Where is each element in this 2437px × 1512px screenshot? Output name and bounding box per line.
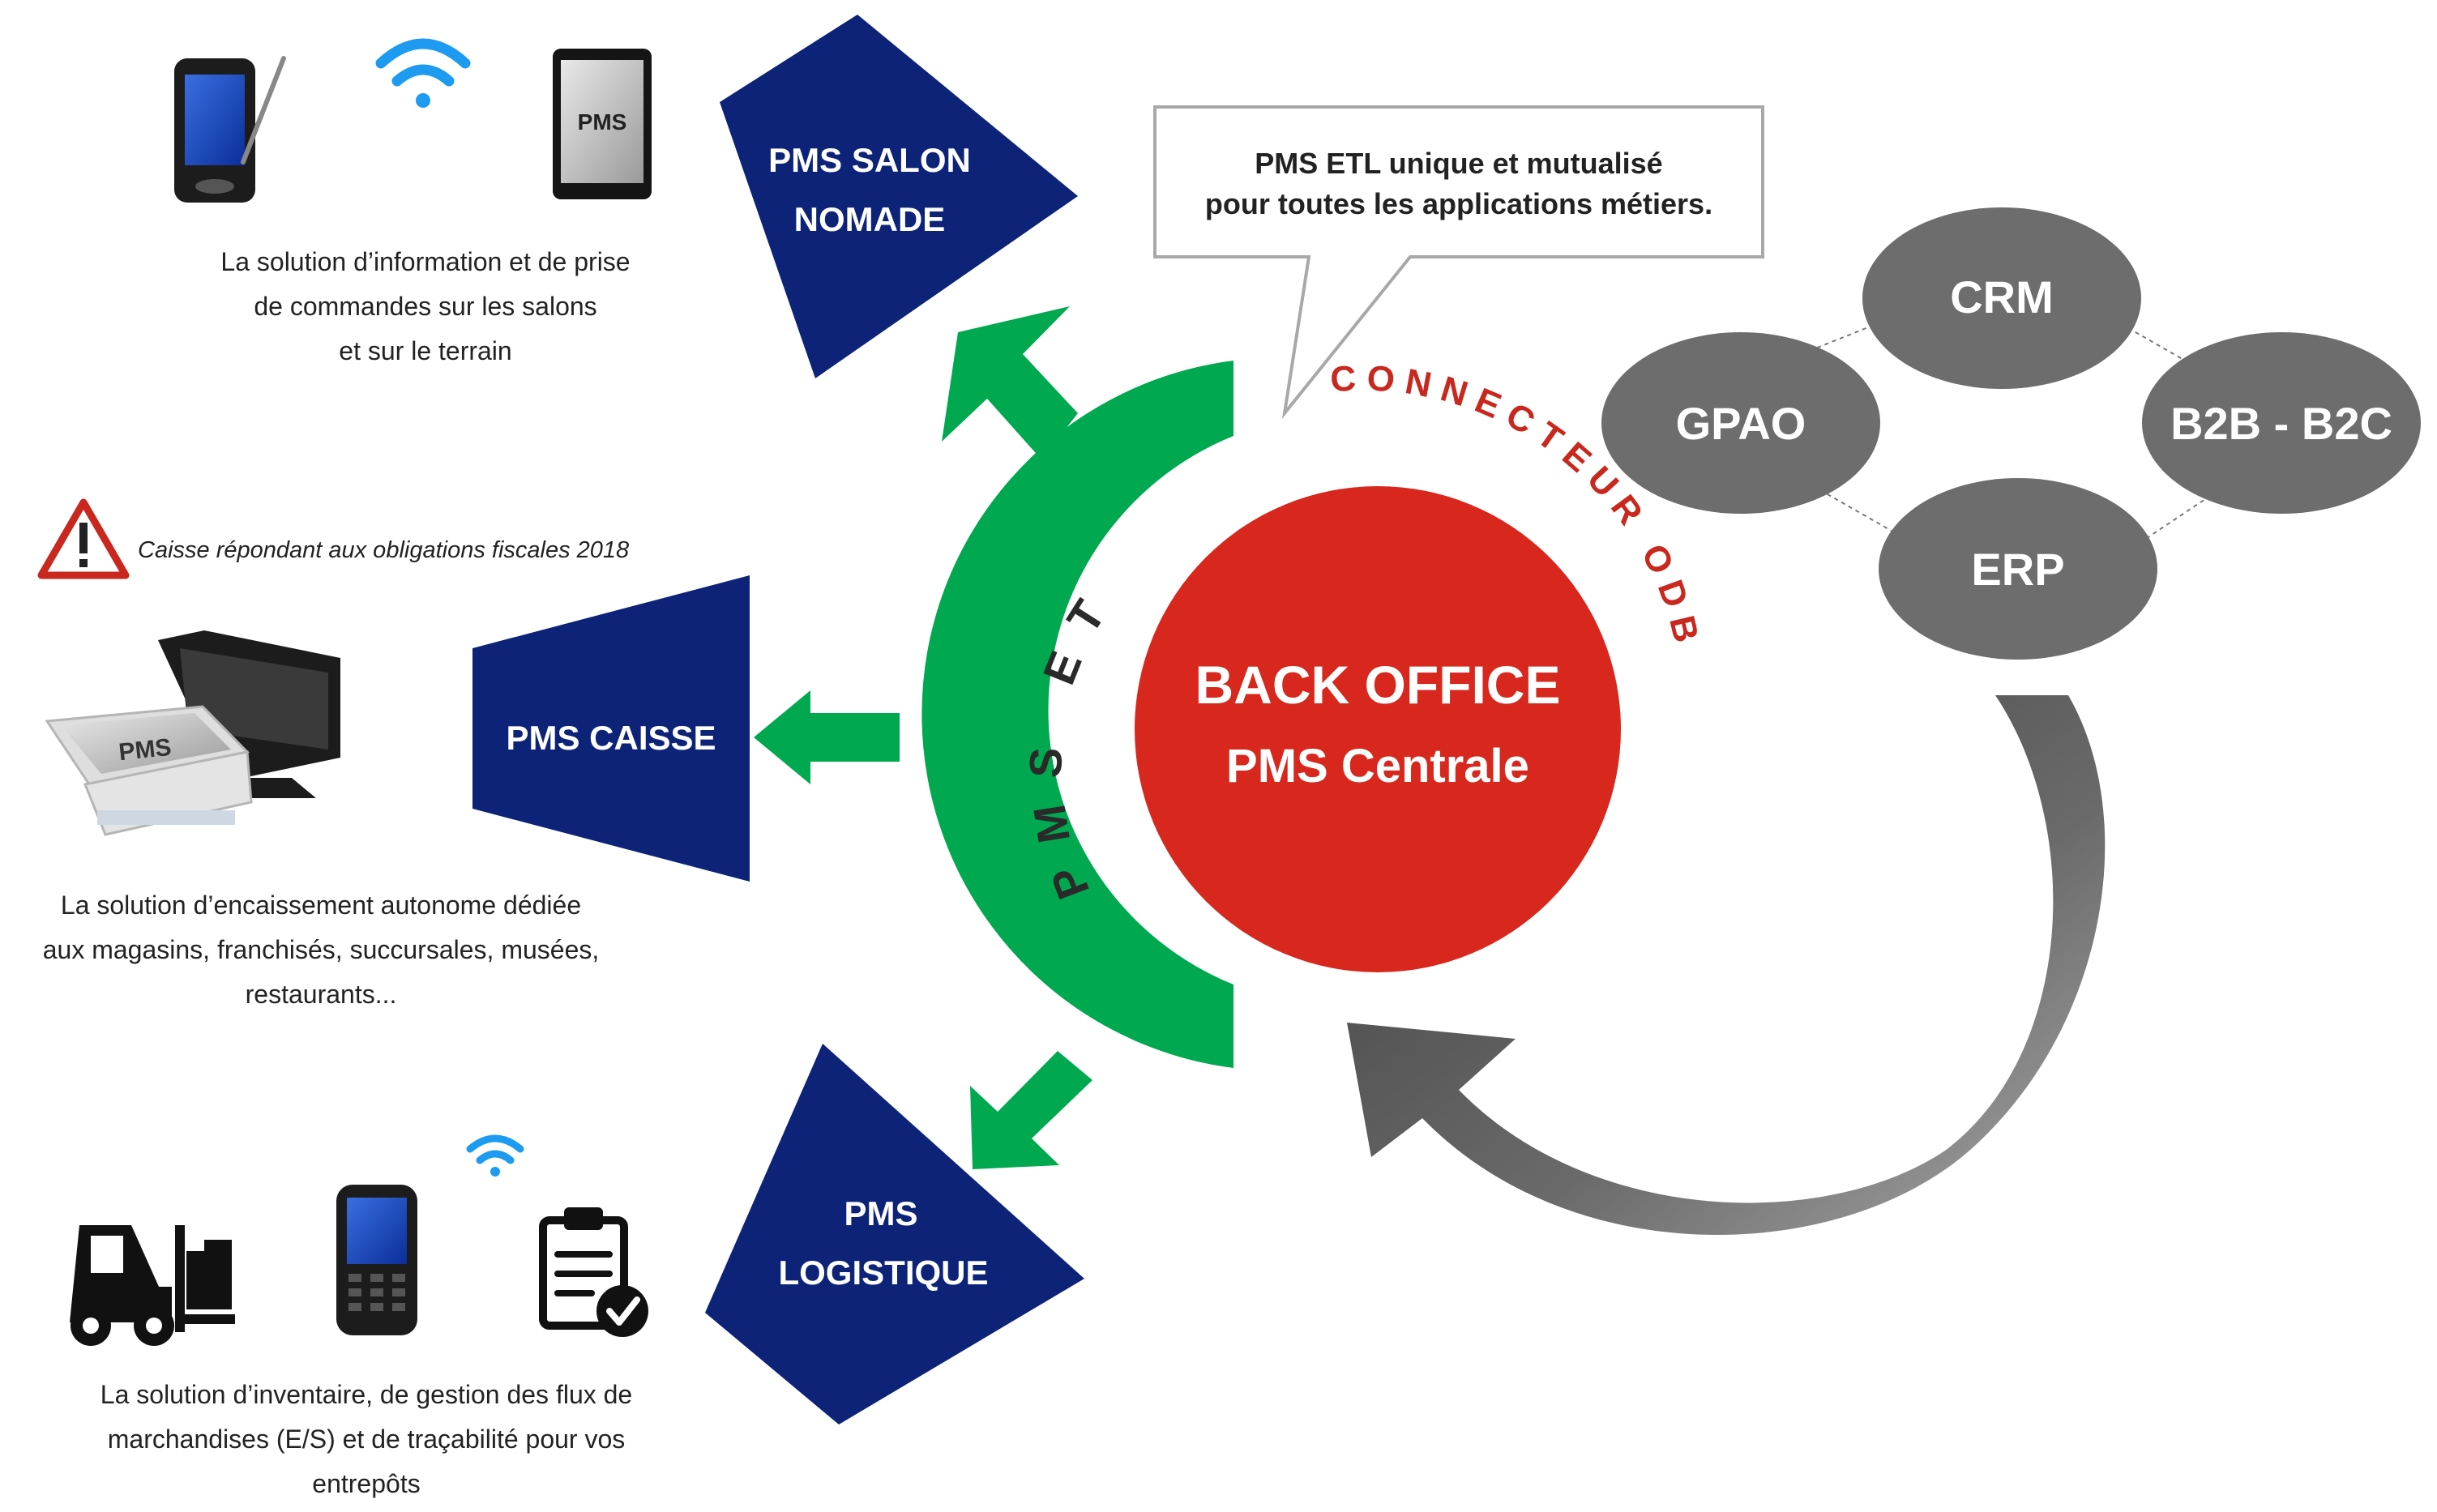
module-salon-line1: PMS SALON xyxy=(768,141,971,179)
pos-terminal-icon: PMS xyxy=(45,630,340,836)
back-office-circle: BACK OFFICE PMS Centrale xyxy=(1135,486,1621,972)
arrow-to-salon xyxy=(942,306,1078,459)
return-arrow xyxy=(1347,695,2106,1236)
system-label: ERP xyxy=(1971,544,2064,595)
module-logistique[interactable]: PMS LOGISTIQUE xyxy=(705,1044,1084,1424)
system-gpao: GPAO xyxy=(1601,332,1880,514)
pda-stylus-icon xyxy=(174,56,286,203)
system-b2b-b2c: B2B - B2C xyxy=(2142,332,2421,514)
warning-note: Caisse répondant aux obligations fiscale… xyxy=(138,537,629,563)
back-office-subtitle: PMS Centrale xyxy=(1226,740,1529,792)
callout-line1: PMS ETL unique et mutualisé xyxy=(1255,147,1662,180)
warning-triangle-icon xyxy=(37,498,130,579)
module-caisse-label: PMS CAISSE xyxy=(506,719,716,757)
logistique-description-line: marchandises (E/S) et de traçabilité pou… xyxy=(108,1424,626,1454)
system-label: GPAO xyxy=(1676,398,1806,449)
salon-description: La solution d’information et de prise de… xyxy=(220,247,630,365)
salon-description-line: La solution d’information et de prise xyxy=(220,247,630,276)
pms-tablet-icon: PMS xyxy=(553,49,652,199)
caisse-description-line: aux magasins, franchisés, succursales, m… xyxy=(43,935,600,964)
module-logistique-line1: PMS xyxy=(844,1194,917,1232)
etl-callout: PMS ETL unique et mutualisé pour toutes … xyxy=(1153,105,1764,420)
system-erp: ERP xyxy=(1879,478,2157,660)
logistique-description-line: La solution d’inventaire, de gestion des… xyxy=(100,1380,632,1409)
forklift-icon xyxy=(70,1225,235,1346)
backstore-arc-band xyxy=(921,361,1233,1068)
salon-description-line: et sur le terrain xyxy=(339,336,511,365)
logistique-description-line: entrepôts xyxy=(312,1469,420,1498)
system-crm: CRM xyxy=(1862,207,2141,389)
tablet-screen-label: PMS xyxy=(578,109,627,135)
wifi-icon xyxy=(466,1134,524,1177)
module-salon-line2: NOMADE xyxy=(794,200,946,238)
arrow-to-logistique xyxy=(970,1051,1092,1169)
clipboard-check-icon xyxy=(539,1207,648,1337)
logistique-description: La solution d’inventaire, de gestion des… xyxy=(100,1380,632,1498)
handheld-scanner-icon xyxy=(336,1185,417,1335)
module-salon-nomade[interactable]: PMS SALON NOMADE xyxy=(720,15,1078,378)
caisse-description-line: La solution d’encaissement autonome dédi… xyxy=(61,891,581,920)
salon-description-line: de commandes sur les salons xyxy=(254,292,596,321)
wifi-icon xyxy=(375,38,471,108)
module-caisse[interactable]: PMS CAISSE xyxy=(472,575,750,882)
module-logistique-line2: LOGISTIQUE xyxy=(778,1254,988,1292)
system-label: B2B - B2C xyxy=(2170,398,2392,449)
callout-line2: pour toutes les applications métiers. xyxy=(1205,187,1712,220)
arrow-to-caisse xyxy=(754,690,900,784)
back-office-title: BACK OFFICE xyxy=(1195,655,1561,715)
caisse-description: La solution d’encaissement autonome dédi… xyxy=(43,891,600,1009)
system-label: CRM xyxy=(1950,271,2054,322)
pos-screen-label: PMS xyxy=(118,734,173,767)
caisse-description-line: restaurants... xyxy=(246,980,397,1009)
